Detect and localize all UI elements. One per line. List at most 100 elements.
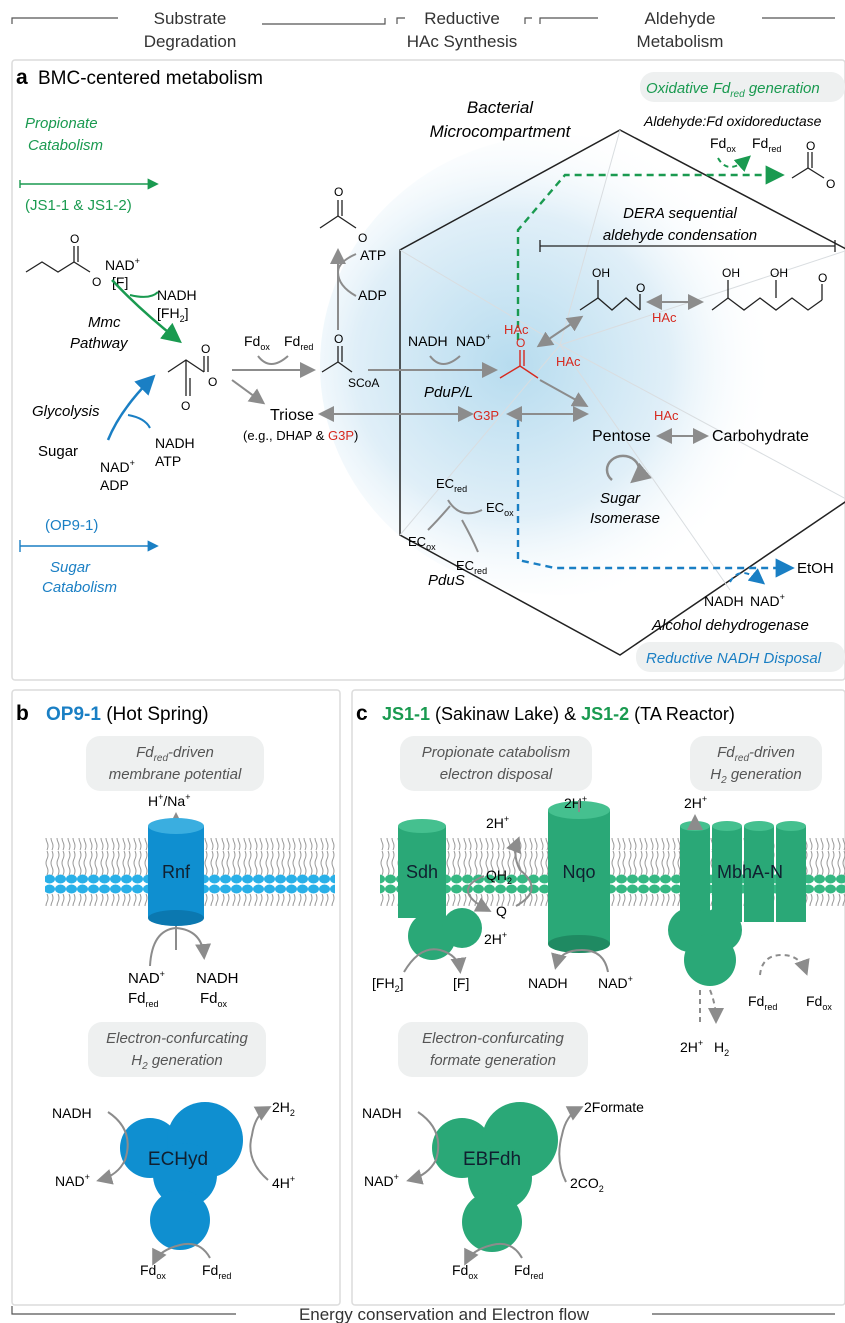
fd-red-top: Fdred: [752, 135, 781, 154]
panel-b-box2-line1: Electron-confurcating: [106, 1030, 248, 1047]
rnf-complex: [148, 818, 204, 926]
hac-pentose: HAc: [654, 408, 679, 423]
sugar-label: Sugar: [38, 443, 78, 460]
panel-c-letter: c: [356, 702, 368, 725]
echyd-fdox: Fdox: [140, 1262, 166, 1281]
panel-c-box2-line2: H2 generation: [710, 766, 801, 786]
pyr-o-minus: O: [208, 375, 217, 389]
rnf-nad: NAD+: [128, 969, 165, 987]
mbh-fd-arrow: [759, 953, 810, 976]
acetaldehyde: [499, 350, 539, 379]
nqo-label: Nqo: [562, 862, 595, 882]
adp-glyco: ADP: [100, 477, 129, 493]
pyr-to-triose: [231, 379, 266, 405]
atp-curve: [336, 253, 357, 297]
panel-b-box2-line2: H2 generation: [131, 1052, 222, 1072]
aldol2-oh2: OH: [770, 266, 788, 280]
panel-c-box1-line1: Propionate catabolism: [422, 744, 570, 761]
rnf-nadh: NADH: [196, 970, 239, 987]
isomerase-1: Sugar: [600, 490, 641, 507]
panel-b-box1-line2: membrane potential: [109, 766, 242, 783]
header: Substrate Degradation Reductive HAc Synt…: [11, 9, 835, 51]
pdup-curve: [429, 355, 461, 365]
panel-c-box3-line1: Electron-confurcating: [422, 1030, 564, 1047]
nadh-glyco: NADH: [155, 435, 195, 451]
acetate-o: O: [806, 139, 815, 153]
qh2-label: QH2: [486, 867, 512, 886]
hac-center: HAc: [504, 322, 529, 337]
propionate-line2: Catabolism: [28, 137, 103, 154]
oxidative-title: Oxidative Fdred generation: [646, 80, 820, 100]
rnf-fdox: Fdox: [200, 990, 228, 1009]
fh2-1: [FH2]: [157, 305, 188, 324]
center-to-aldol-arrow: [536, 315, 584, 348]
acetate-mid: [319, 200, 357, 229]
panel-c-box3-line2: formate generation: [430, 1052, 556, 1069]
pyr-o2: O: [181, 399, 190, 413]
ebfdh-formate: 2Formate: [584, 1099, 644, 1115]
isomerase-loop: [605, 454, 652, 484]
ebfdh-fdox: Fdox: [452, 1262, 478, 1281]
mbh-fdred: Fdred: [748, 993, 777, 1012]
echyd-nadh: NADH: [52, 1105, 92, 1121]
panel-b-title: OP9-1 (Hot Spring): [46, 704, 209, 725]
ec-ox-2: ECox: [408, 534, 436, 552]
mbh-h2: H2: [714, 1039, 729, 1058]
aldol-5c: [711, 280, 823, 311]
hac-center-2: HAc: [556, 354, 581, 369]
mmc-arrow: [111, 279, 182, 344]
aldol1-oh: OH: [592, 266, 610, 280]
nqo-2h: 2H+: [564, 794, 587, 811]
fd-red-mid: Fdred: [284, 333, 313, 352]
glyco-side: [127, 414, 151, 429]
aldol2-oh1: OH: [722, 266, 740, 280]
reductive-label: Reductive NADH Disposal: [646, 650, 822, 667]
panel-c-box1-line2: electron disposal: [440, 766, 553, 783]
aldehyde-fd-label: Aldehyde:Fd oxidoreductase: [643, 113, 822, 129]
op-strain: (OP9-1): [45, 517, 98, 534]
nad-plus-glyco: NAD+: [100, 458, 135, 475]
nadh-1: NADH: [157, 287, 197, 303]
sdh-label: Sdh: [406, 862, 438, 882]
prop-o-minus: O: [92, 275, 101, 289]
echyd-fd-arrow: [152, 1242, 211, 1266]
glycolysis-arrow: [106, 374, 156, 441]
ebfdh-fdred: Fdred: [514, 1262, 543, 1281]
nad-etoh: NAD+: [750, 592, 785, 609]
oxidative-path: [516, 165, 785, 340]
header-col2-line2: HAc Synthesis: [407, 32, 518, 51]
mbh-fdox: Fdox: [806, 993, 832, 1012]
propionate-arrow: [19, 180, 156, 188]
prop-o: O: [70, 232, 79, 246]
sdh-2h-top: 2H+: [486, 814, 509, 831]
rnf-fdred: Fdred: [128, 990, 159, 1009]
fd-green-arrow: [717, 155, 751, 172]
mbh-2h-bottom: 2H+: [680, 1038, 703, 1055]
pyr-o: O: [201, 342, 210, 356]
scoa-label: SCoA: [348, 376, 379, 390]
nad-pdup: NAD+: [456, 332, 491, 349]
ebfdh-formate-arrow: [558, 1106, 584, 1183]
propionate-molecule: [25, 246, 91, 273]
hna-label: H+/Na+: [148, 792, 190, 809]
rnf-label: Rnf: [162, 862, 191, 882]
fd-ox-top: Fdox: [710, 135, 736, 154]
ebfdh-fd-arrow: [464, 1242, 523, 1266]
panel-b-letter: b: [16, 702, 29, 725]
aldol2-o: O: [818, 271, 827, 285]
acoa-o: O: [334, 332, 343, 346]
pdupl-label: PduP/L: [424, 384, 473, 401]
bmc-label-2: Microcompartment: [430, 122, 572, 141]
header-col1-line1: Substrate: [154, 9, 227, 28]
q-cycle-left: [467, 875, 492, 912]
panel-b-box1-line1: Fdred-driven: [136, 744, 214, 764]
acetate-top-right: [791, 152, 825, 179]
etoh-label: EtOH: [797, 560, 834, 577]
panel-a-letter: a: [16, 66, 28, 89]
header-col3-line2: Metabolism: [637, 32, 724, 51]
echyd-nad-arrow: [96, 1111, 129, 1185]
echyd-complex: [120, 1102, 243, 1250]
ald-to-pentose: [539, 379, 589, 407]
sugar-cat-1: Sugar: [50, 559, 91, 576]
